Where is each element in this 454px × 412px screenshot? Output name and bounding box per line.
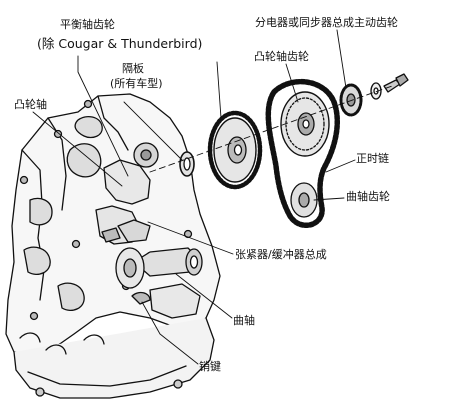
washer	[370, 82, 382, 100]
crankshaft-sprocket-label: 曲轴齿轮	[346, 190, 390, 203]
block-balance-gear	[133, 142, 159, 168]
tensioner-label: 张紧器/缓冲器总成	[235, 248, 327, 261]
distributor-gear-label: 分电器或同步器总成主动齿轮	[255, 16, 398, 29]
camshaft-sprocket-label: 凸轮轴齿轮	[254, 50, 309, 63]
balance-shaft-gear	[207, 110, 263, 190]
camshaft-label: 凸轮轴	[14, 98, 47, 111]
timing-chain-assembly	[265, 78, 340, 228]
spacer-label: 隔板	[122, 62, 144, 75]
assembly-axis-line	[149, 85, 393, 173]
crankshaft-nose	[115, 247, 203, 289]
retaining-bolt	[383, 73, 409, 93]
tensioner-assembly	[101, 219, 151, 243]
balance-shaft-gear-note: (除 Cougar & Thunderbird)	[37, 36, 203, 51]
distributor-drive-gear	[339, 83, 363, 117]
leader-lines	[32, 29, 356, 365]
balance-shaft-gear-label: 平衡轴齿轮	[60, 18, 115, 31]
spacer-ring	[179, 151, 195, 177]
engine-block	[5, 93, 221, 399]
key-label: 销键	[199, 360, 221, 373]
crankshaft-label: 曲轴	[233, 314, 255, 327]
timing-chain-label: 正时链	[356, 152, 389, 165]
spacer-note: (所有车型)	[110, 77, 163, 90]
woodruff-key	[131, 291, 151, 305]
